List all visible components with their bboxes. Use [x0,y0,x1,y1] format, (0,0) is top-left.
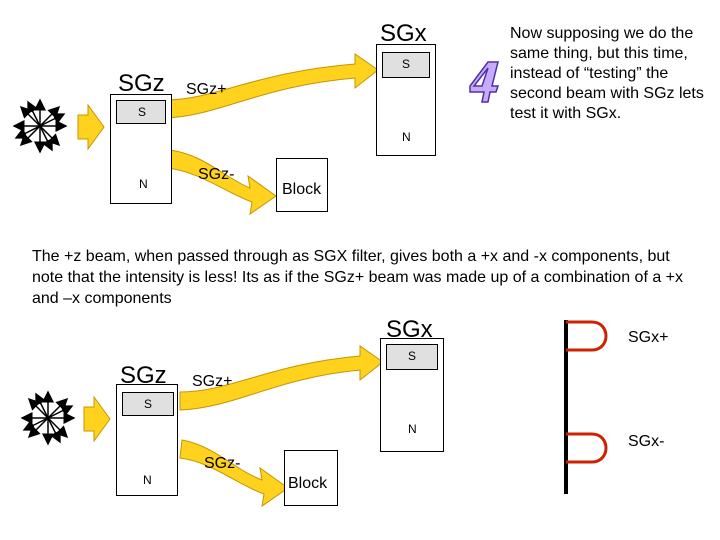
sgz-s-label: S [144,397,153,411]
block-label: Block [288,475,328,492]
input-beam-arrow [83,395,111,443]
sgx-s-label: S [402,57,411,71]
starburst-icon [20,390,76,446]
sgx-s-pole [382,52,430,78]
sgx-n-label: N [408,422,417,436]
sgz-plus-label: SGz+ [192,373,233,390]
sgx-minus-beam-line [566,432,608,464]
sgz-n-label: N [139,177,148,191]
note-text: Now supposing we do the same thing, but … [510,25,704,122]
sgx-plus-label: SGx+ [628,329,669,346]
sgz-s-pole [122,392,174,416]
sgz-minus-beam-arrow [167,149,277,216]
sgz-minus-beam-arrow [179,439,289,508]
sgz-s-pole [116,100,166,124]
sgz-title: SGz [118,70,165,97]
block-top [276,158,328,212]
sgz-minus-label: SGz- [204,455,241,472]
sgz-s-label: S [138,105,147,119]
sgz-plus-beam-arrow [164,53,379,119]
starburst-icon [12,98,68,154]
sgz-n-label: N [143,473,152,487]
sgx-plus-beam-line [566,320,608,352]
sgx-s-label: S [408,349,417,363]
input-beam-arrow [77,103,105,151]
sgx-n-label: N [402,130,411,144]
sgz-title: SGz [120,362,167,389]
sgx-minus-label: SGx- [628,433,665,450]
sgx-title: SGx [380,20,427,47]
sgz-minus-label: SGz- [198,166,235,183]
sgz-plus-label: SGz+ [186,81,227,98]
sgz-plus-beam-arrow [179,345,384,411]
explanation-text: The +z beam, when passed through as SGX … [32,248,684,307]
block-bottom [284,450,338,506]
block-label: Block [282,181,322,198]
number-four-icon [469,61,500,103]
sgx-title: SGx [386,316,433,343]
sgx-s-pole [386,344,438,370]
